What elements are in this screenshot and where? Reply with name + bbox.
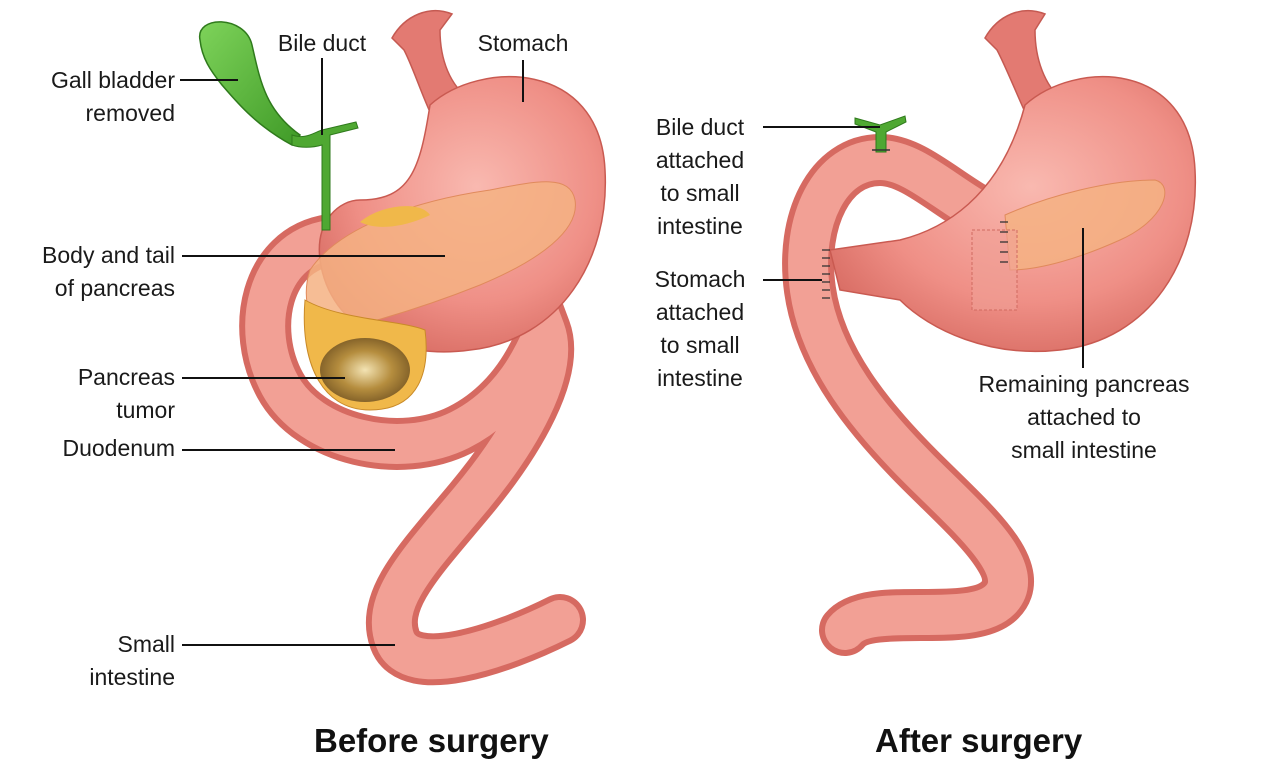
before-illustration [199, 9, 607, 686]
label-bile-duct: Bile duct [277, 30, 367, 56]
caption-before-surgery: Before surgery [314, 722, 549, 759]
label-stomach-attached: Stomach attached to small intestine [654, 266, 746, 391]
label-duodenum: Duodenum [62, 435, 175, 461]
esophagus-after [984, 9, 1064, 113]
pancreas-tumor [320, 338, 410, 402]
leader-lines [180, 58, 1084, 646]
label-small-intestine: Small intestine [89, 631, 175, 690]
label-remaining-pancreas: Remaining pancreas attached to small int… [978, 371, 1190, 463]
after-illustration [782, 9, 1197, 656]
intestine-patch [971, 229, 1018, 311]
label-body-tail-pancreas: Body and tail of pancreas [42, 242, 175, 301]
label-gall-bladder: Gall bladder removed [50, 67, 175, 126]
bile-duct [291, 121, 359, 231]
caption-after-surgery: After surgery [875, 722, 1083, 759]
label-bile-duct-attached: Bile duct attached to small intestine [655, 114, 745, 239]
label-pancreas-tumor: Pancreas tumor [77, 364, 175, 423]
suture-marks [822, 221, 1008, 299]
esophagus [391, 9, 472, 113]
remaining-pancreas [1004, 179, 1166, 271]
label-stomach: Stomach [477, 30, 569, 56]
